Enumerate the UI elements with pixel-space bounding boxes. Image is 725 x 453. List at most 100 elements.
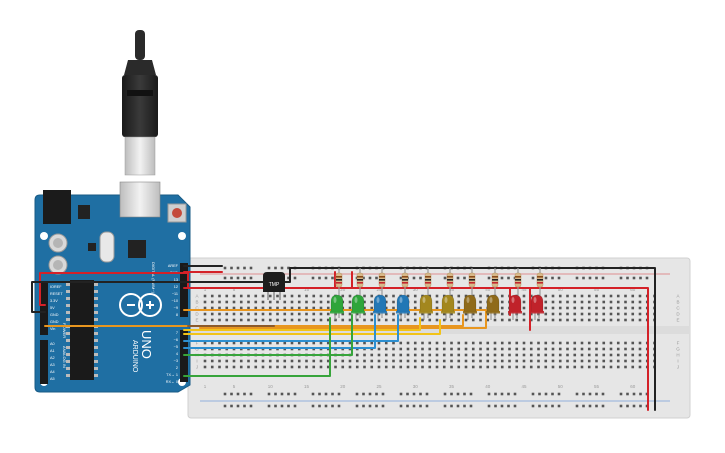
breadboard-hole[interactable] xyxy=(319,318,323,322)
rail-hole[interactable] xyxy=(293,276,297,280)
breadboard-hole[interactable] xyxy=(428,347,432,351)
breadboard-hole[interactable] xyxy=(421,347,424,351)
breadboard-hole[interactable] xyxy=(537,365,540,369)
breadboard-hole[interactable] xyxy=(558,365,562,369)
breadboard-hole[interactable] xyxy=(616,359,620,363)
breadboard-hole[interactable] xyxy=(406,353,410,357)
breadboard-hole[interactable] xyxy=(566,365,569,369)
breadboard-hole[interactable] xyxy=(268,341,272,345)
breadboard-hole[interactable] xyxy=(355,312,359,316)
breadboard-hole[interactable] xyxy=(450,365,453,369)
breadboard-hole[interactable] xyxy=(435,300,439,304)
rail-hole[interactable] xyxy=(243,404,246,408)
breadboard-hole[interactable] xyxy=(602,294,606,298)
breadboard-hole[interactable] xyxy=(297,294,301,298)
breadboard-hole[interactable] xyxy=(551,306,555,310)
breadboard-hole[interactable] xyxy=(276,341,279,345)
breadboard-hole[interactable] xyxy=(421,312,424,316)
breadboard-hole[interactable] xyxy=(551,365,555,369)
breadboard-hole[interactable] xyxy=(341,312,345,316)
breadboard-hole[interactable] xyxy=(464,341,468,345)
breadboard-hole[interactable] xyxy=(276,365,279,369)
breadboard-hole[interactable] xyxy=(232,300,236,304)
breadboard-hole[interactable] xyxy=(573,341,577,345)
breadboard-hole[interactable] xyxy=(595,353,598,357)
breadboard-hole[interactable] xyxy=(261,341,265,345)
breadboard-hole[interactable] xyxy=(261,318,265,322)
breadboard-hole[interactable] xyxy=(609,347,613,351)
breadboard-hole[interactable] xyxy=(471,347,475,351)
breadboard-hole[interactable] xyxy=(587,312,591,316)
breadboard-hole[interactable] xyxy=(399,347,403,351)
breadboard-hole[interactable] xyxy=(290,306,294,310)
rail-hole[interactable] xyxy=(406,392,409,396)
breadboard-hole[interactable] xyxy=(435,353,439,357)
breadboard-hole[interactable] xyxy=(486,341,490,345)
breadboard-hole[interactable] xyxy=(341,365,345,369)
breadboard-hole[interactable] xyxy=(239,306,243,310)
breadboard-hole[interactable] xyxy=(225,365,229,369)
breadboard-hole[interactable] xyxy=(500,312,504,316)
breadboard-hole[interactable] xyxy=(348,312,352,316)
rail-hole[interactable] xyxy=(619,276,623,280)
breadboard-hole[interactable] xyxy=(218,341,221,345)
breadboard-hole[interactable] xyxy=(450,359,453,363)
breadboard-hole[interactable] xyxy=(413,353,417,357)
breadboard-hole[interactable] xyxy=(370,300,374,304)
breadboard-hole[interactable] xyxy=(341,359,345,363)
breadboard-hole[interactable] xyxy=(254,312,258,316)
rail-hole[interactable] xyxy=(487,392,491,396)
breadboard-hole[interactable] xyxy=(587,353,591,357)
breadboard-hole[interactable] xyxy=(580,306,584,310)
breadboard-hole[interactable] xyxy=(232,294,236,298)
breadboard-hole[interactable] xyxy=(363,318,366,322)
breadboard-hole[interactable] xyxy=(486,294,490,298)
breadboard-hole[interactable] xyxy=(442,347,446,351)
breadboard-hole[interactable] xyxy=(297,312,301,316)
breadboard-hole[interactable] xyxy=(276,306,279,310)
rail-hole[interactable] xyxy=(588,404,592,408)
breadboard-hole[interactable] xyxy=(616,365,620,369)
breadboard-hole[interactable] xyxy=(638,347,642,351)
breadboard-hole[interactable] xyxy=(587,300,591,304)
rail-hole[interactable] xyxy=(267,392,271,396)
breadboard-hole[interactable] xyxy=(529,347,533,351)
rail-hole[interactable] xyxy=(287,392,290,396)
rail-hole[interactable] xyxy=(236,392,240,396)
breadboard-hole[interactable] xyxy=(413,312,417,316)
breadboard-hole[interactable] xyxy=(638,306,642,310)
breadboard-hole[interactable] xyxy=(486,365,490,369)
breadboard-hole[interactable] xyxy=(616,312,620,316)
breadboard-hole[interactable] xyxy=(312,306,316,310)
breadboard-hole[interactable] xyxy=(290,294,294,298)
breadboard-hole[interactable] xyxy=(566,341,569,345)
rail-hole[interactable] xyxy=(287,404,290,408)
rail-hole[interactable] xyxy=(368,404,372,408)
breadboard-hole[interactable] xyxy=(232,318,236,322)
breadboard-hole[interactable] xyxy=(457,341,461,345)
breadboard-hole[interactable] xyxy=(203,306,207,310)
rail-hole[interactable] xyxy=(287,266,290,270)
breadboard-hole[interactable] xyxy=(239,300,243,304)
breadboard-hole[interactable] xyxy=(239,365,243,369)
breadboard-hole[interactable] xyxy=(609,341,613,345)
breadboard-hole[interactable] xyxy=(203,300,207,304)
breadboard-hole[interactable] xyxy=(218,359,221,363)
rail-hole[interactable] xyxy=(249,276,253,280)
breadboard-hole[interactable] xyxy=(392,306,395,310)
breadboard-hole[interactable] xyxy=(413,347,417,351)
breadboard-hole[interactable] xyxy=(558,300,562,304)
breadboard-hole[interactable] xyxy=(544,312,548,316)
rail-hole[interactable] xyxy=(463,404,466,408)
breadboard-hole[interactable] xyxy=(435,341,439,345)
breadboard-hole[interactable] xyxy=(573,318,577,322)
breadboard-hole[interactable] xyxy=(399,365,403,369)
led[interactable] xyxy=(441,294,455,313)
breadboard-hole[interactable] xyxy=(602,353,606,357)
rail-hole[interactable] xyxy=(494,392,497,396)
breadboard-hole[interactable] xyxy=(479,359,482,363)
breadboard-hole[interactable] xyxy=(254,365,258,369)
breadboard-hole[interactable] xyxy=(457,353,461,357)
rail-hole[interactable] xyxy=(450,392,453,396)
breadboard-hole[interactable] xyxy=(421,341,424,345)
